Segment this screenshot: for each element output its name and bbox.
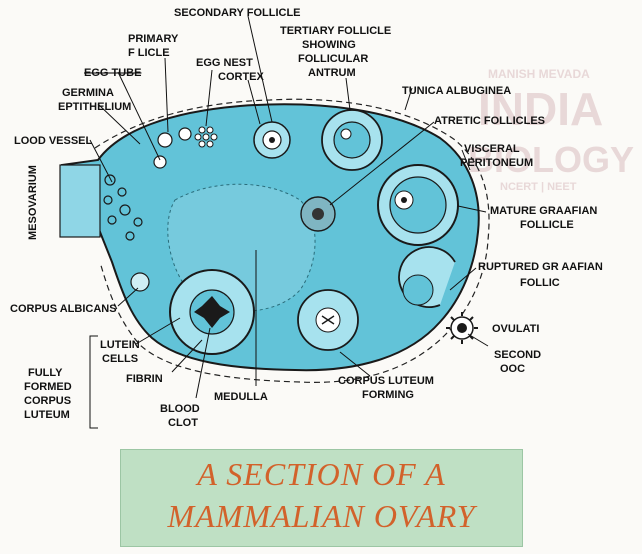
tertiary-follicle (321, 109, 383, 171)
label-medulla: MEDULLA (214, 391, 268, 403)
label-cortex: CORTEX (218, 71, 265, 83)
label-lutein-2: CELLS (102, 353, 138, 365)
corpus-albicans (130, 272, 150, 292)
leader-lines (89, 15, 489, 429)
ruptured-follicle (398, 246, 456, 308)
label-graafian-1: MATURE GRAAFIAN (490, 205, 597, 217)
label-tertiary-1: TERTIARY FOLLICLE (280, 25, 391, 37)
corpus-luteum (169, 269, 255, 355)
label-graafian-2: FOLLICLE (520, 219, 574, 231)
label-fully-1: FULLY (28, 367, 63, 379)
secondary-oocyte (446, 312, 478, 344)
label-second-1: SECOND (494, 349, 541, 361)
label-corpus-albicans: CORPUS ALBICANS (10, 303, 117, 315)
label-fully-2: FORMED (24, 381, 72, 393)
label-visceral-1: VISCERAL (464, 143, 520, 155)
label-mesovarium: MESOVARIUM (27, 165, 39, 240)
title-box: A SECTION OF A MAMMALIAN OVARY (120, 449, 523, 547)
label-lutein-1: LUTEIN (100, 339, 140, 351)
egg-nest (194, 126, 218, 148)
blood-vessels (103, 174, 143, 241)
label-fully-4: LUTEUM (24, 409, 70, 421)
label-primary-2: F LICLE (128, 47, 170, 59)
label-fully-3: CORPUS (24, 395, 71, 407)
corpus-luteum-forming (297, 289, 359, 351)
watermark-line4: NCERT | NEET (500, 181, 577, 193)
label-secondary-follicle: SECONDARY FOLLICLE (174, 7, 301, 19)
label-corpus-luteum-2: FORMING (362, 389, 414, 401)
label-tertiary-2: SHOWING (302, 39, 356, 51)
mesovarium-strip (59, 164, 101, 238)
label-blood-vessel: LOOD VESSEL (14, 135, 93, 147)
label-blood-clot-1: BLOOD (160, 403, 200, 415)
label-tunica-albuginea: TUNICA ALBUGINEA (402, 85, 511, 97)
title-line-1: A SECTION OF A (197, 456, 446, 492)
label-primary-1: PRIMARY (128, 33, 179, 45)
watermark-line2: INDIA (478, 83, 603, 135)
label-fibrin: FIBRIN (126, 373, 163, 385)
visceral-peritoneum-outline (94, 98, 490, 383)
label-germinal-2: EPTITHELIUM (58, 101, 131, 113)
label-germinal-1: GERMINA (62, 87, 114, 99)
label-ovulation: OVULATI (492, 323, 539, 335)
label-atretic-follicles: ATRETIC FOLLICLES (434, 115, 545, 127)
primary-follicles (153, 127, 192, 169)
label-tertiary-3: FOLLICULAR (298, 53, 368, 65)
label-egg-nest: EGG NEST (196, 57, 253, 69)
label-visceral-2: PERITONEUM (460, 157, 533, 169)
label-egg-tube: EGG TUBE (84, 67, 141, 79)
watermark-line3: BIOLOGY (468, 139, 634, 180)
label-blood-clot-2: CLOT (168, 417, 198, 429)
label-ruptured-2: FOLLIC (520, 277, 560, 289)
graafian-follicle (377, 164, 459, 246)
label-tertiary-4: ANTRUM (308, 67, 356, 79)
label-corpus-luteum-1: CORPUS LUTEUM (338, 375, 434, 387)
secondary-follicle (253, 121, 291, 159)
title-line-2: MAMMALIAN OVARY (167, 498, 476, 534)
atretic-follicle (300, 196, 336, 232)
label-second-2: OOC (500, 363, 525, 375)
watermark-line1: MANISH MEVADA (488, 67, 590, 81)
label-ruptured-1: RUPTURED GR AAFIAN (478, 261, 603, 273)
